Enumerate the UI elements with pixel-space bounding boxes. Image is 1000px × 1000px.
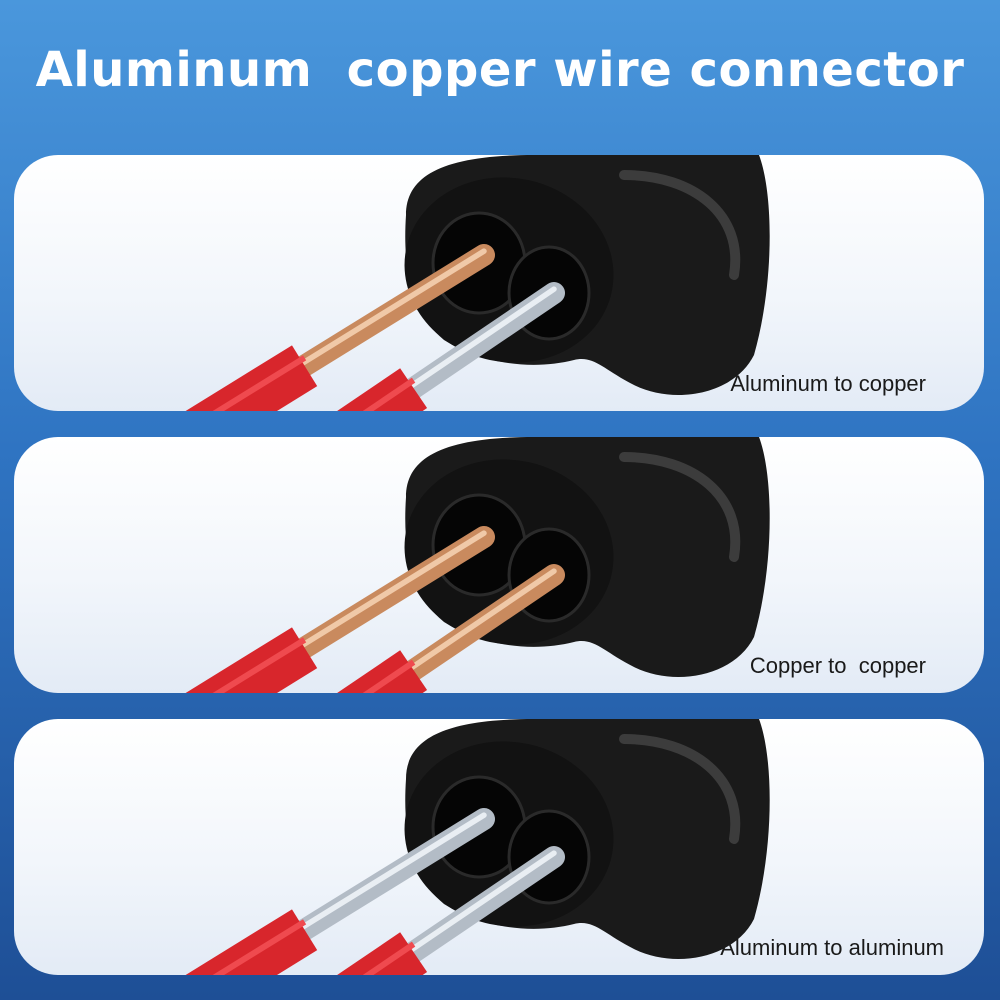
panel-caption: Aluminum to copper <box>730 371 926 396</box>
insulation <box>185 345 318 411</box>
insulation-highlight <box>362 659 416 693</box>
insulation <box>185 909 318 975</box>
insulation-highlight <box>362 377 416 411</box>
panel-aluminum-to-aluminum: Aluminum to aluminum <box>14 719 984 975</box>
panel-aluminum-to-copper: Aluminum to copper <box>14 155 984 411</box>
panel-copper-to-copper: Copper to copper <box>14 437 984 693</box>
aluminum-wire <box>185 808 495 975</box>
copper-wire <box>185 526 495 693</box>
connector-sheen <box>619 734 741 844</box>
connector-illustration <box>185 155 770 411</box>
insulation <box>337 932 428 975</box>
insulation-highlight <box>212 919 307 975</box>
insulation-highlight <box>362 941 416 975</box>
page-title: Aluminum copper wire connector <box>35 42 965 98</box>
aluminum-wire <box>337 846 565 975</box>
connector-sheen <box>619 452 741 562</box>
insulation-highlight <box>212 355 307 411</box>
copper-wire <box>337 564 565 693</box>
insulation <box>185 627 318 693</box>
insulation-highlight <box>212 637 307 693</box>
aluminum-wire <box>337 282 565 411</box>
connector-illustration <box>185 719 770 975</box>
insulation <box>337 368 428 411</box>
connector-sheen <box>619 170 741 280</box>
connector-illustration <box>185 437 770 693</box>
insulation <box>337 650 428 693</box>
copper-wire <box>185 244 495 411</box>
panel-caption: Aluminum to aluminum <box>720 935 944 960</box>
panel-caption: Copper to copper <box>749 653 926 678</box>
